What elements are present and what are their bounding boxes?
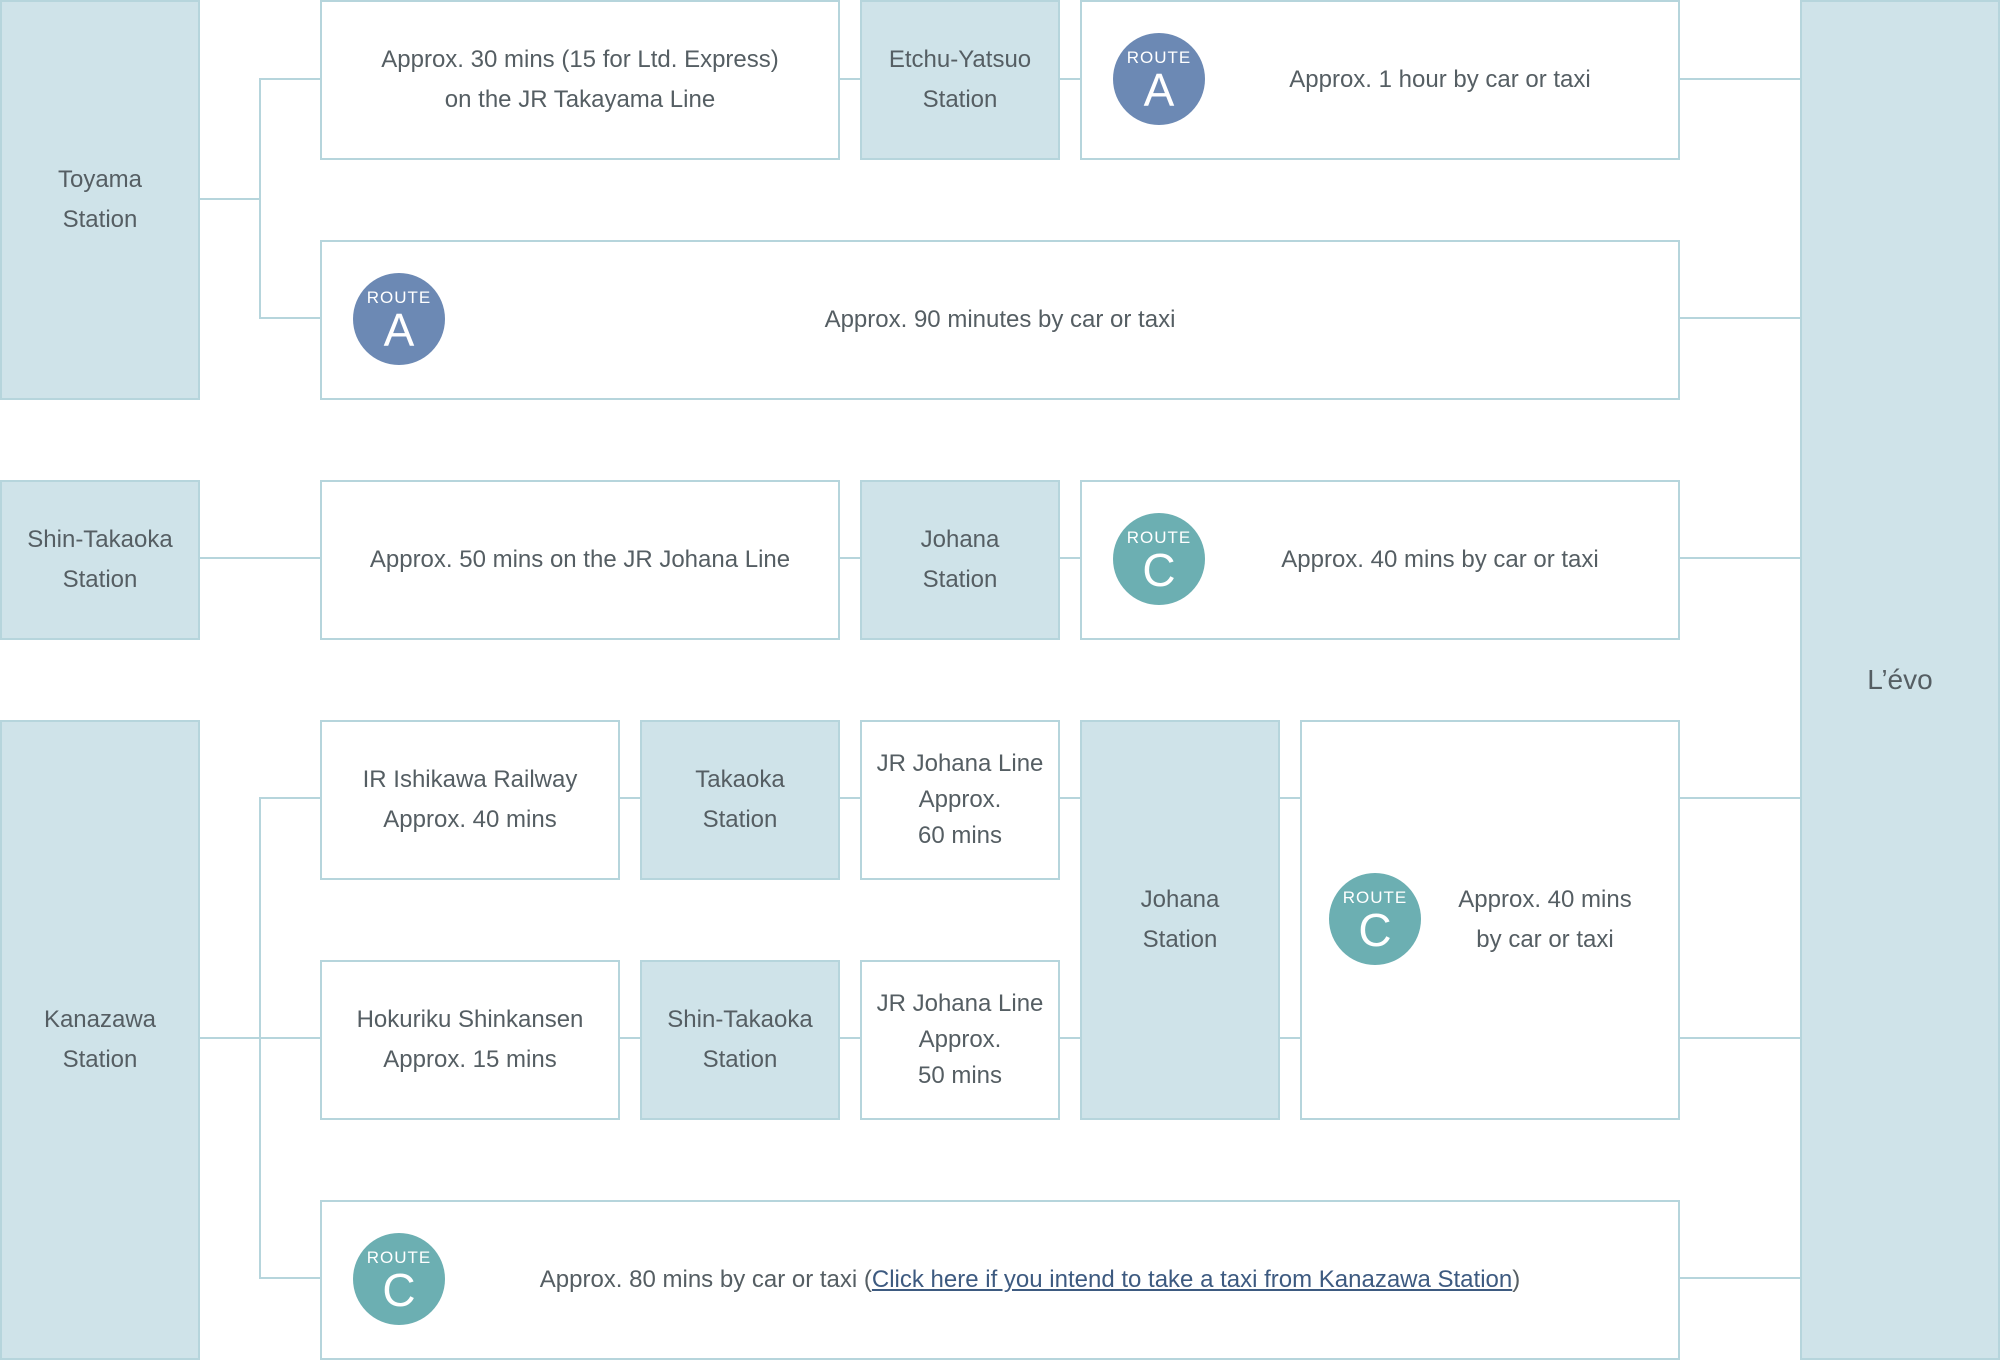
connector (838, 78, 862, 80)
connector (1058, 557, 1082, 559)
connector (199, 557, 321, 559)
connector (1678, 317, 1802, 319)
route-text-suffix: ) (1512, 1266, 1521, 1294)
route-c-badge: ROUTE C (353, 1233, 445, 1325)
johana-station-label: Johana Station (920, 526, 1000, 593)
johana-station-label: Johana Station (1140, 886, 1220, 953)
takaoka-station: Takaoka Station (640, 720, 840, 880)
connector (199, 198, 261, 200)
route-letter: C (1358, 904, 1392, 956)
route-letter: A (383, 304, 415, 356)
route-a-badge: ROUTE A (1113, 33, 1205, 125)
route-label: ROUTE (1126, 528, 1192, 547)
connector (259, 797, 321, 799)
connector (1058, 797, 1082, 799)
kanazawa-taxi-link[interactable]: Click here if you intend to take a taxi … (871, 1266, 1513, 1294)
kanazawa-station: Kanazawa Station (0, 720, 200, 1360)
route-label: ROUTE (366, 1248, 432, 1267)
route-text: IR Ishikawa Railway Approx. 40 mins (362, 766, 578, 833)
johana-station: Johana Station (860, 480, 1060, 640)
toyama-station-label: Toyama Station (57, 166, 143, 233)
jr-johana-60-route: JR Johana Line Approx. 60 mins (860, 720, 1060, 880)
connector (838, 1037, 862, 1039)
route-text: Approx. 50 mins on the JR Johana Line (369, 546, 791, 574)
connector (838, 557, 862, 559)
levo-destination: L’évo (1800, 0, 2000, 1360)
route-letter: C (1142, 544, 1176, 596)
shin-takaoka-station-label: Shin-Takaoka Station (27, 526, 173, 593)
shin-takaoka-station-label: Shin-Takaoka Station (667, 1006, 813, 1073)
route-letter: C (382, 1264, 416, 1316)
toyama-rail-route: Approx. 30 mins (15 for Ltd. Express) on… (320, 0, 840, 160)
levo-label: L’évo (1867, 663, 1933, 695)
route-label: ROUTE (1126, 48, 1192, 67)
etchu-yatsuo-station-label: Etchu-Yatsuo Station (888, 46, 1032, 113)
connector (259, 78, 261, 319)
connector (259, 317, 321, 319)
route-a-badge: ROUTE A (353, 273, 445, 365)
connector (1278, 1037, 1302, 1039)
connector (1678, 1037, 1802, 1039)
connector (838, 797, 862, 799)
route-text: JR Johana Line Approx. 50 mins (876, 990, 1044, 1089)
connector (1678, 557, 1802, 559)
route-text-prefix: Approx. 80 mins by car or taxi ( (539, 1266, 872, 1294)
connector (1678, 797, 1802, 799)
johana-station-2: Johana Station (1080, 720, 1280, 1120)
route-letter: A (1143, 64, 1175, 116)
kanazawa-station-label: Kanazawa Station (43, 1006, 157, 1073)
connector (1058, 78, 1082, 80)
route-text: Approx. 30 mins (15 for Ltd. Express) on… (381, 46, 779, 113)
connector (199, 1037, 261, 1039)
shin-takaoka-station-2: Shin-Takaoka Station (640, 960, 840, 1120)
route-text: Approx. 90 minutes by car or taxi (824, 306, 1176, 334)
ir-ishikawa-route: IR Ishikawa Railway Approx. 40 mins (320, 720, 620, 880)
connector (618, 1037, 642, 1039)
route-text: Hokuriku Shinkansen Approx. 15 mins (356, 1006, 584, 1073)
route-label: ROUTE (1342, 888, 1408, 907)
route-label: ROUTE (366, 288, 432, 307)
route-text: Approx. 40 mins by car or taxi (1281, 546, 1599, 574)
toyama-direct-car-route: Approx. 90 minutes by car or taxi (320, 240, 1680, 400)
connector (1278, 797, 1302, 799)
route-c-badge: ROUTE C (1113, 513, 1205, 605)
route-c-badge: ROUTE C (1329, 873, 1421, 965)
route-text: Approx. 40 mins by car or taxi (1458, 886, 1632, 953)
toyama-station: Toyama Station (0, 0, 200, 400)
takaoka-station-label: Takaoka Station (695, 766, 785, 833)
connector (259, 78, 321, 80)
shin-takaoka-station: Shin-Takaoka Station (0, 480, 200, 640)
connector (618, 797, 642, 799)
route-text: Approx. 1 hour by car or taxi (1289, 66, 1591, 94)
connector (1058, 1037, 1082, 1039)
shin-takaoka-rail-route: Approx. 50 mins on the JR Johana Line (320, 480, 840, 640)
route-text: JR Johana Line Approx. 60 mins (876, 750, 1044, 849)
kanazawa-direct-car-route: Approx. 80 mins by car or taxi (Click he… (320, 1200, 1680, 1360)
connector (1678, 78, 1802, 80)
route-text: Approx. 80 mins by car or taxi (Click he… (540, 1260, 1520, 1300)
hokuriku-shinkansen-route: Hokuriku Shinkansen Approx. 15 mins (320, 960, 620, 1120)
connector (1678, 1277, 1802, 1279)
connector (259, 1277, 321, 1279)
jr-johana-50-route: JR Johana Line Approx. 50 mins (860, 960, 1060, 1120)
etchu-yatsuo-station: Etchu-Yatsuo Station (860, 0, 1060, 160)
connector (259, 1037, 321, 1039)
